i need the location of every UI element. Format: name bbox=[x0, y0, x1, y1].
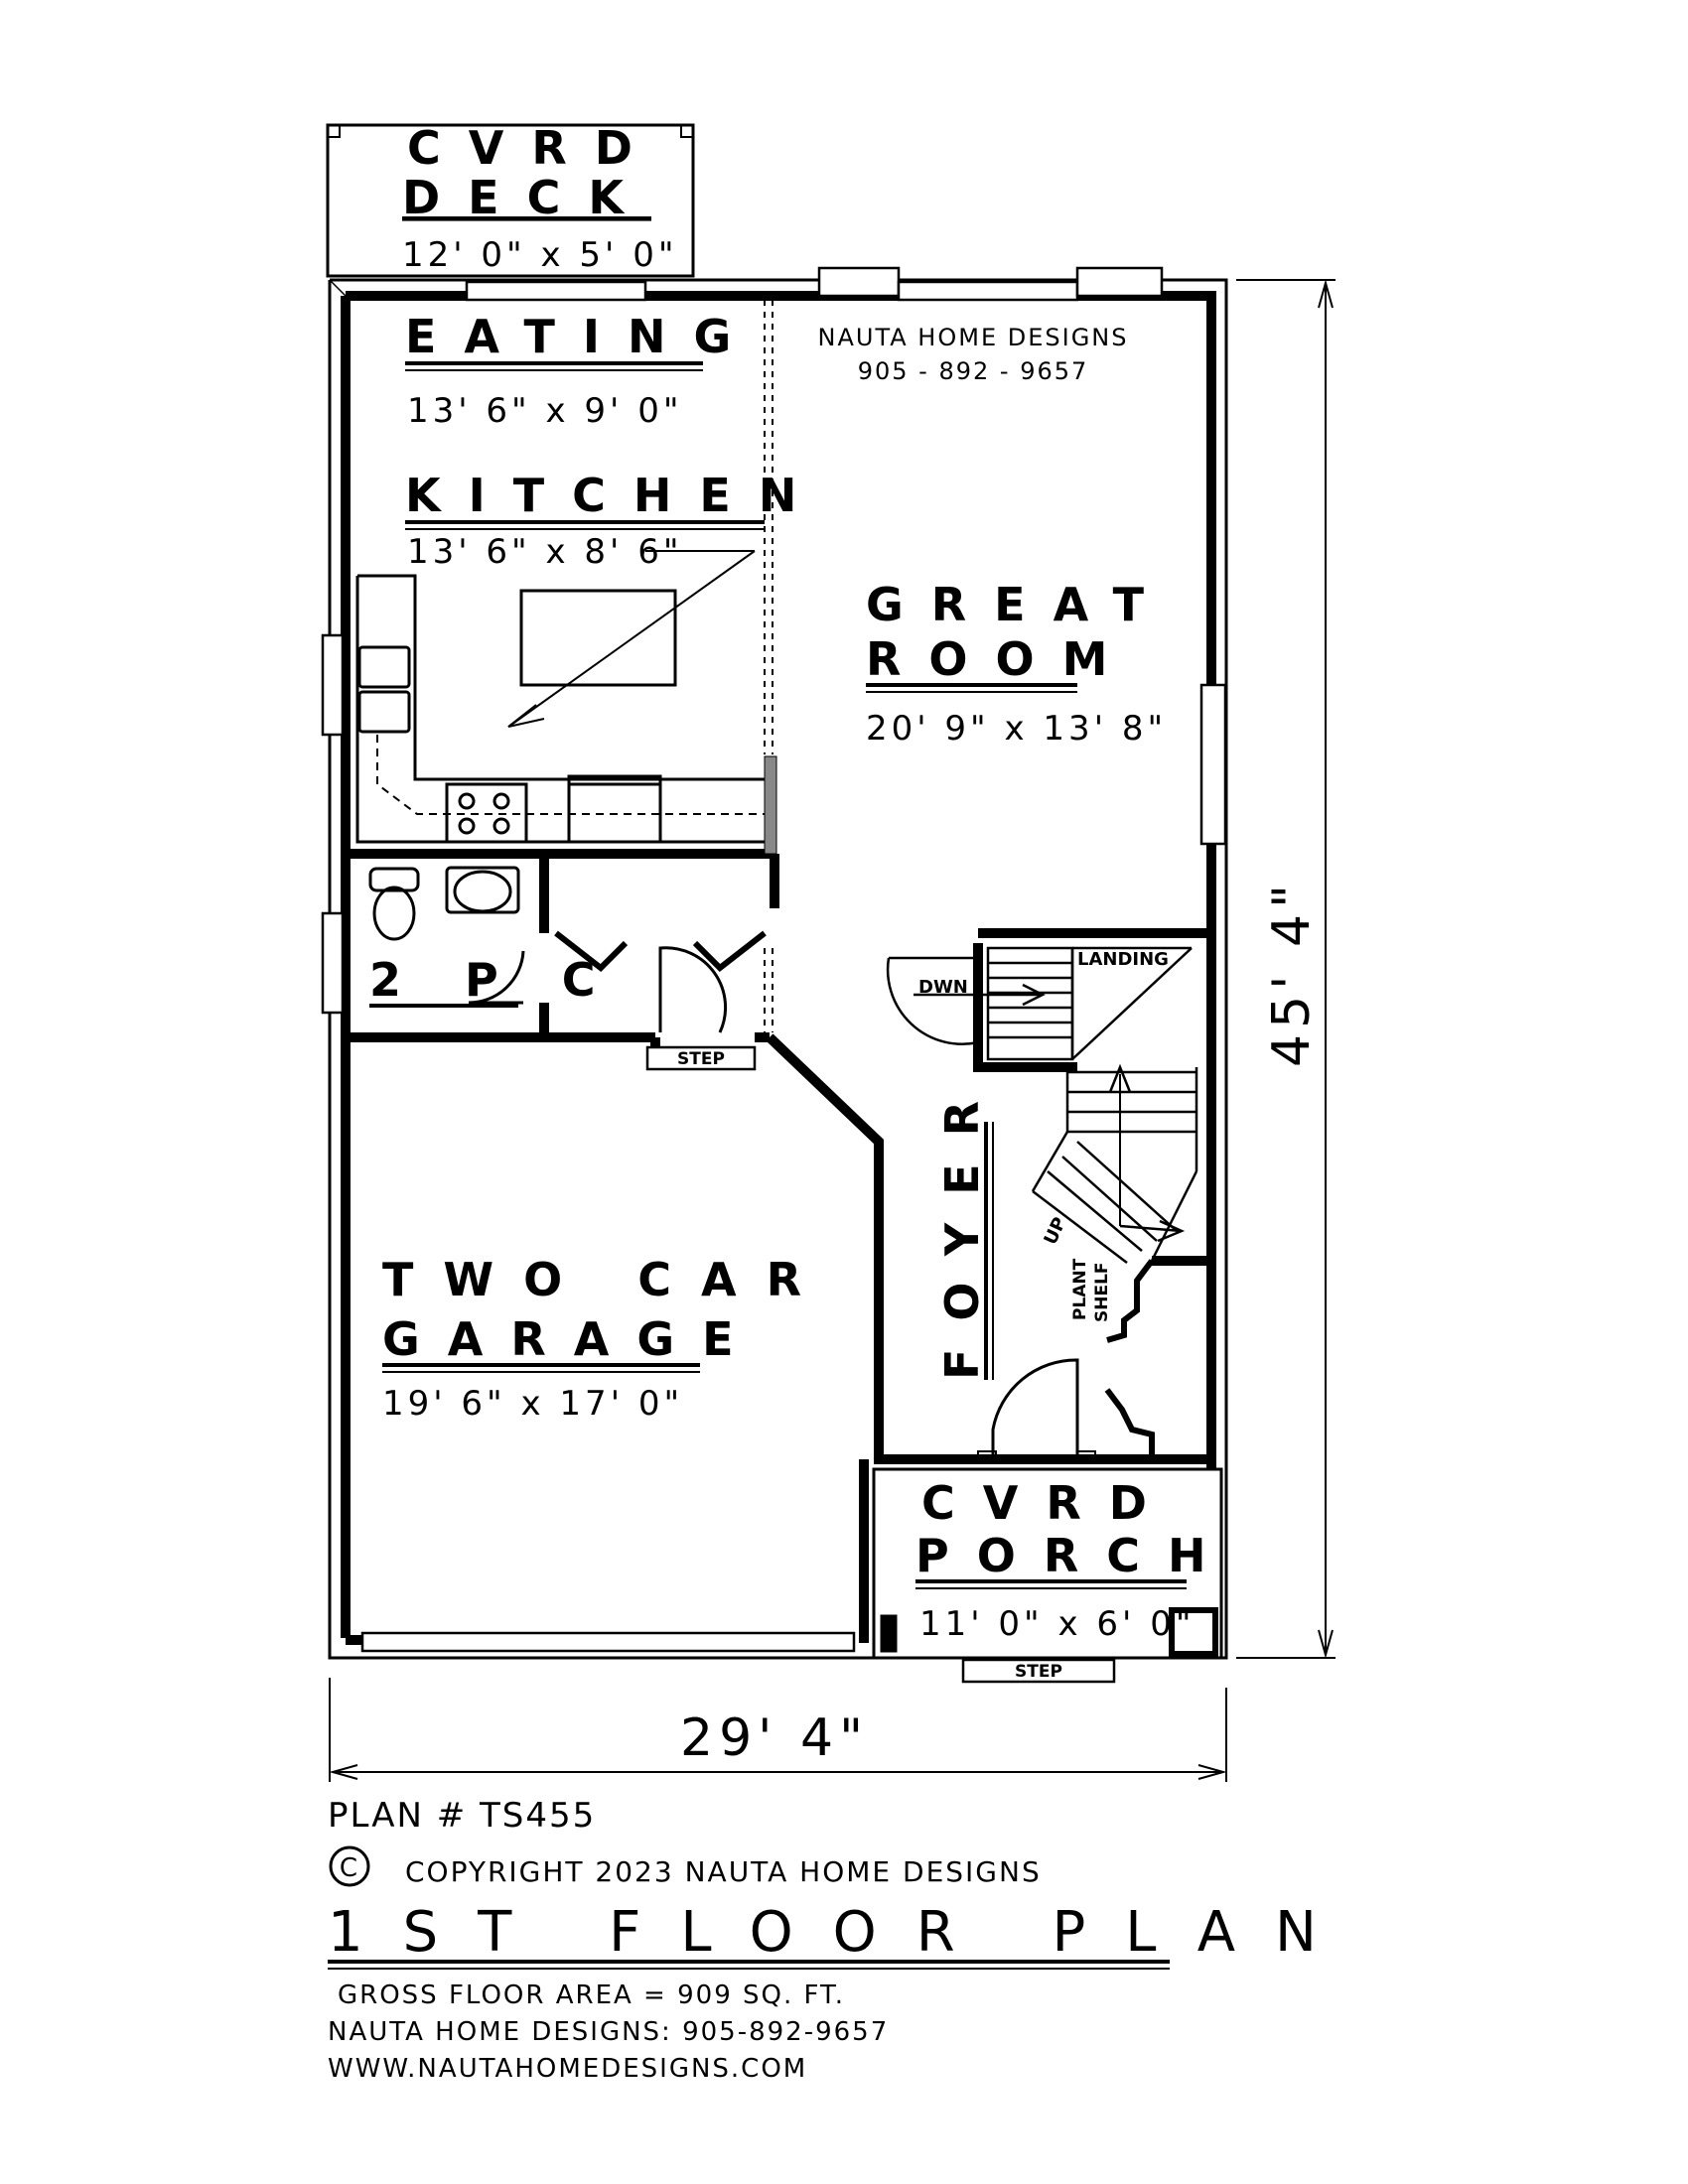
kitchen-divider bbox=[764, 300, 774, 1032]
porch-dims: 11' 0" x 6' 0" bbox=[919, 1604, 1195, 1644]
powder-fixtures bbox=[368, 866, 525, 1005]
kitchen-fixtures bbox=[355, 574, 765, 844]
deck-label-line1: CVRD bbox=[407, 121, 660, 175]
closet-doors bbox=[554, 930, 767, 1033]
kitchen-label-arrow bbox=[507, 550, 756, 728]
stairs bbox=[886, 946, 1198, 1264]
step-porch: STEP bbox=[961, 1658, 1116, 1684]
landing-label: LANDING bbox=[1077, 949, 1169, 970]
down-label: DWN bbox=[918, 977, 968, 998]
plan-number: PLAN # TS455 bbox=[328, 1796, 596, 1836]
deck-label-line2: DECK bbox=[402, 171, 651, 224]
foyer-label: FOYER bbox=[935, 1073, 989, 1380]
plan-title: 1ST FLOOR PLAN bbox=[328, 1900, 1356, 1965]
interior-walls bbox=[346, 849, 1216, 1643]
gross-floor-area: GROSS FLOOR AREA = 909 SQ. FT. bbox=[338, 1980, 845, 2010]
column bbox=[764, 755, 777, 855]
covered-deck bbox=[326, 123, 695, 278]
step-garage: STEP bbox=[645, 1045, 757, 1071]
great-room-dims: 20' 9" x 13' 8" bbox=[866, 709, 1167, 749]
copyright-text: COPYRIGHT 2023 NAUTA HOME DESIGNS bbox=[405, 1855, 1042, 1888]
step-label: STEP bbox=[1015, 1662, 1062, 1682]
deck-dims: 12' 0" x 5' 0" bbox=[402, 235, 677, 275]
plant-shelf bbox=[1104, 1259, 1155, 1459]
windows bbox=[321, 266, 1227, 1015]
overall-width-label: 29' 4" bbox=[680, 1708, 869, 1768]
covered-porch bbox=[872, 1467, 1223, 1660]
garage-label-line2: GARAGE bbox=[382, 1312, 762, 1366]
overall-depth-label: 45' 4" bbox=[1262, 879, 1322, 1067]
dimension-width bbox=[329, 1678, 1227, 1782]
designer-name: NAUTA HOME DESIGNS bbox=[818, 324, 1129, 351]
eating-label: EATING bbox=[405, 310, 759, 363]
kitchen-label: KITCHEN bbox=[405, 469, 824, 522]
dimension-depth bbox=[1236, 279, 1336, 1659]
plant-shelf-label-line2: SHELF bbox=[1092, 1262, 1112, 1322]
designer-phone: 905 - 892 - 9657 bbox=[858, 357, 1089, 385]
up-label: UP bbox=[1040, 1214, 1070, 1248]
eating-dims: 13' 6" x 9' 0" bbox=[407, 391, 682, 431]
garage-door bbox=[360, 1631, 856, 1653]
front-door bbox=[977, 1358, 1096, 1464]
plant-shelf-label-line1: PLANT bbox=[1070, 1258, 1090, 1320]
porch-label-line2: PORCH bbox=[915, 1529, 1234, 1582]
copyright-symbol: C bbox=[340, 1853, 359, 1883]
copyright-circle bbox=[329, 1845, 370, 1887]
powder-room-label: 2 P C bbox=[369, 953, 620, 1007]
garage-dims: 19' 6" x 17' 0" bbox=[382, 1384, 683, 1424]
designer-phone-footer: NAUTA HOME DESIGNS: 905-892-9657 bbox=[328, 2017, 889, 2047]
website: WWW.NAUTAHOMEDESIGNS.COM bbox=[328, 2054, 807, 2084]
great-room-label-line1: GREAT bbox=[866, 578, 1172, 631]
great-room-label-line2: ROOM bbox=[866, 632, 1135, 686]
garage-label-line1: TWO CAR bbox=[382, 1253, 831, 1306]
step-label: STEP bbox=[677, 1049, 725, 1069]
kitchen-dims: 13' 6" x 8' 6" bbox=[407, 532, 682, 572]
porch-label-line1: CVRD bbox=[921, 1476, 1175, 1530]
